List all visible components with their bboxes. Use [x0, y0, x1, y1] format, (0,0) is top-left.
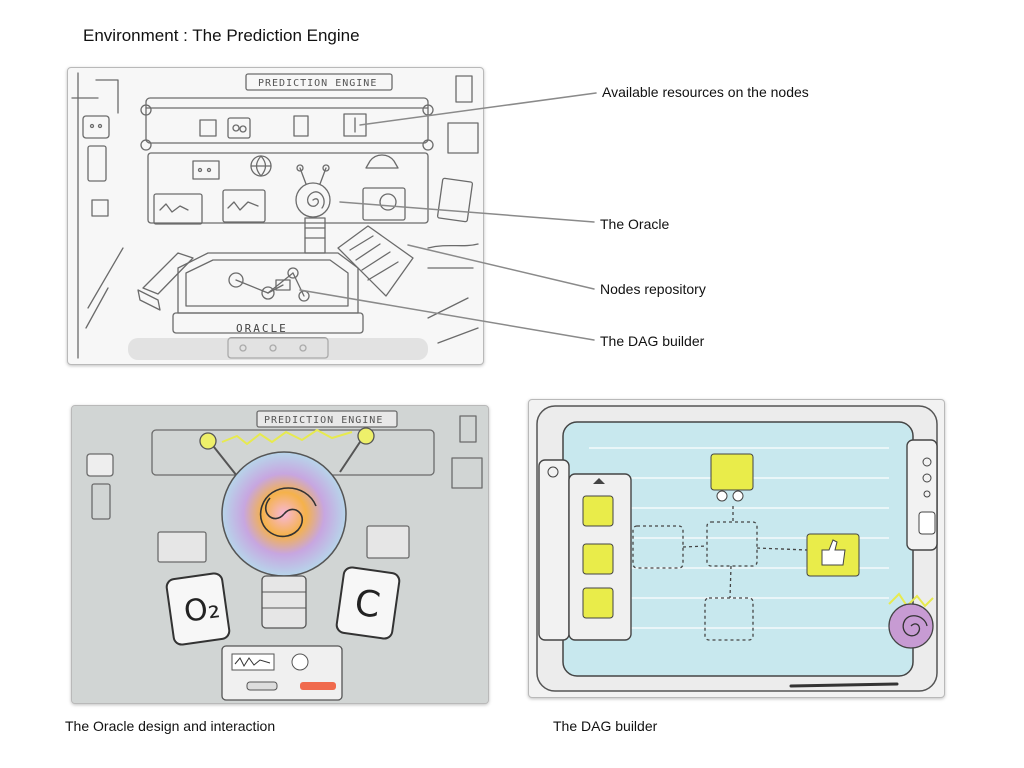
oracle-caption: The Oracle design and interaction: [65, 718, 276, 734]
callout-oracle: The Oracle: [600, 216, 670, 232]
environment-sketch-drawing: PREDICTION ENGINE ORACLE: [71, 72, 479, 360]
carbon-card-label: C: [352, 582, 383, 626]
prediction-engine-sign: PREDICTION ENGINE: [258, 78, 377, 89]
callout-available-resources: Available resources on the nodes: [602, 84, 809, 100]
oracle-desk-label: ORACLE: [236, 322, 288, 335]
oracle-design-drawing: O₂ C PREDICTION ENGINE: [72, 406, 488, 703]
oxygen-card-label: O₂: [182, 590, 222, 630]
oracle-design-sketch: O₂ C PREDICTION ENGINE: [71, 405, 489, 704]
dag-builder-caption: The DAG builder: [553, 718, 658, 734]
callout-dag-builder: The DAG builder: [600, 333, 705, 349]
prediction-engine-sign: PREDICTION ENGINE: [264, 415, 383, 426]
callout-nodes-repository: Nodes repository: [600, 281, 706, 297]
dag-builder-drawing: [536, 405, 938, 692]
page-title: Environment : The Prediction Engine: [83, 26, 360, 45]
dag-builder-sketch: [528, 399, 945, 698]
prediction-engine-environment-sketch: PREDICTION ENGINE ORACLE: [67, 67, 484, 365]
